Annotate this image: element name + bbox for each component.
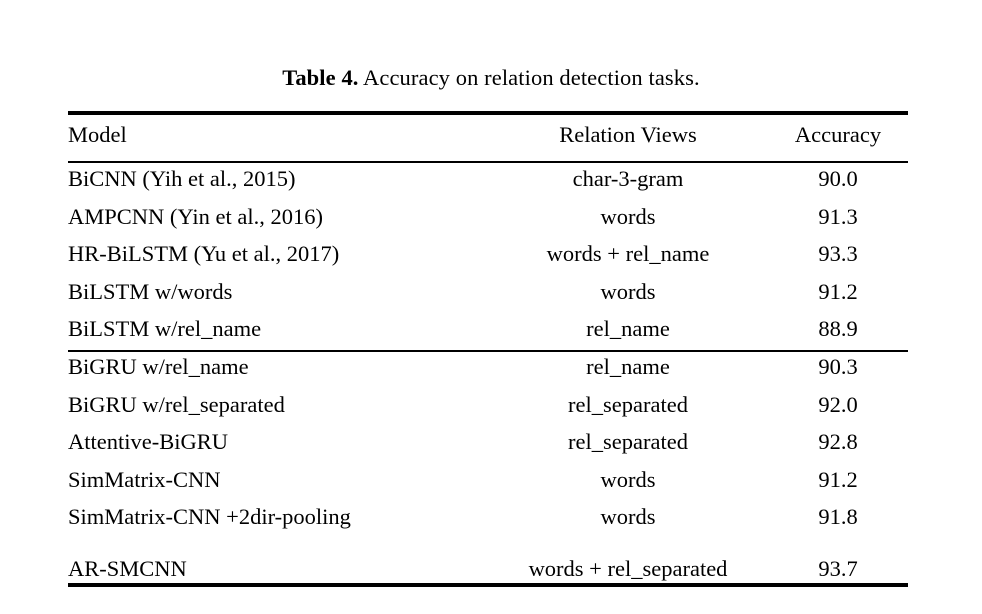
table-row: BiGRU w/rel_separated rel_separated 92.0 (68, 386, 908, 424)
cell-views: words (600, 466, 656, 492)
table-row: Attentive-BiGRU rel_separated 92.8 (68, 423, 908, 461)
cell-views: words + rel_name (546, 241, 710, 267)
table-row: BiLSTM w/words words 91.2 (68, 273, 908, 311)
table-rule-top (68, 111, 908, 115)
cell-views: rel_name (586, 353, 670, 379)
cell-views: char-3-gram (572, 166, 684, 191)
cell-views: words + rel_separated (528, 555, 728, 581)
cell-model: BiGRU w/rel_name (68, 353, 249, 379)
caption-text: Accuracy on relation detection tasks. (363, 65, 700, 90)
cell-model: BiGRU w/rel_separated (68, 391, 285, 417)
cell-model: AR-SMCNN (68, 555, 187, 581)
cell-views: rel_separated (568, 391, 688, 417)
table-rule-bottom (68, 583, 908, 587)
cell-model: SimMatrix-CNN (68, 466, 221, 492)
column-header-views: Relation Views (559, 122, 697, 147)
table-rule-group-divider (68, 350, 908, 352)
table-rule-header (68, 161, 908, 163)
cell-accuracy: 91.3 (818, 203, 858, 229)
cell-accuracy: 91.2 (818, 466, 858, 492)
cell-accuracy: 91.8 (818, 504, 858, 530)
cell-model: Attentive-BiGRU (68, 429, 228, 455)
cell-accuracy-best: 93.7 (818, 555, 858, 581)
cell-views: rel_separated (568, 429, 688, 455)
cell-model: BiCNN (Yih et al., 2015) (68, 166, 296, 191)
table-header-row: Model Relation Views Accuracy (68, 110, 908, 160)
group-spacer-cell (488, 536, 768, 550)
column-header-model: Model (68, 122, 127, 147)
cell-model: AMPCNN (Yin et al., 2016) (68, 203, 323, 229)
cell-model: HR-BiLSTM (Yu et al., 2017) (68, 241, 340, 267)
cell-model: BiLSTM w/rel_name (68, 316, 262, 342)
table-row-proposed: AR-SMCNN words + rel_separated 93.7 (68, 550, 908, 588)
cell-views: rel_name (586, 316, 670, 342)
cell-accuracy: 90.0 (818, 166, 858, 191)
cell-views: words (600, 504, 656, 530)
table-row: HR-BiLSTM (Yu et al., 2017) words + rel_… (68, 235, 908, 273)
group-spacer-cell (768, 536, 908, 550)
results-table: Model Relation Views Accuracy BiCNN (Yih… (68, 110, 908, 588)
group-spacer (68, 536, 908, 550)
cell-views: words (600, 203, 656, 229)
cell-model: BiLSTM w/words (68, 278, 233, 304)
cell-accuracy: 92.0 (818, 391, 858, 417)
group-spacer-cell (68, 536, 488, 550)
cell-accuracy: 90.3 (818, 353, 858, 379)
table-body: BiCNN (Yih et al., 2015) char-3-gram 90.… (68, 160, 908, 588)
cell-accuracy: 91.2 (818, 278, 858, 304)
table-caption: Table 4. Accuracy on relation detection … (0, 64, 982, 92)
table-row: SimMatrix-CNN +2dir-pooling words 91.8 (68, 498, 908, 536)
cell-accuracy: 88.9 (818, 316, 858, 342)
cell-views: words (600, 278, 656, 304)
caption-label: Table 4. (282, 65, 359, 90)
table-row: BiGRU w/rel_name rel_name 90.3 (68, 348, 908, 386)
cell-accuracy: 93.3 (818, 241, 858, 267)
cell-model: SimMatrix-CNN +2dir-pooling (68, 504, 351, 530)
column-header-accuracy: Accuracy (794, 122, 882, 147)
cell-accuracy: 92.8 (818, 429, 858, 455)
table-row: BiCNN (Yih et al., 2015) char-3-gram 90.… (68, 160, 908, 198)
table-row: SimMatrix-CNN words 91.2 (68, 461, 908, 499)
results-table-wrapper: Model Relation Views Accuracy BiCNN (Yih… (68, 110, 908, 588)
table-row: AMPCNN (Yin et al., 2016) words 91.3 (68, 198, 908, 236)
table-row: BiLSTM w/rel_name rel_name 88.9 (68, 310, 908, 348)
